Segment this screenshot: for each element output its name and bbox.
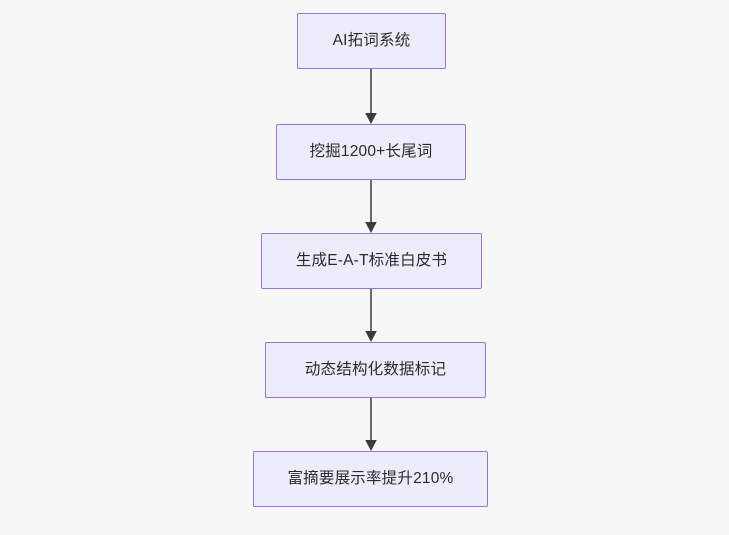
arrowhead-icon xyxy=(365,222,377,233)
arrowhead-icon xyxy=(365,440,377,451)
node-label: 挖掘1200+长尾词 xyxy=(309,143,433,161)
flowchart-edge-4 xyxy=(365,398,377,451)
flowchart-node-rich-snippet-rate-increase[interactable]: 富摘要展示率提升210% xyxy=(253,451,488,507)
flowchart-edge-2 xyxy=(365,180,377,233)
flowchart-node-mine-longtail-keywords[interactable]: 挖掘1200+长尾词 xyxy=(276,124,466,180)
flowchart-edge-3 xyxy=(365,289,377,342)
flowchart-node-dynamic-structured-data-markup[interactable]: 动态结构化数据标记 xyxy=(265,342,486,398)
arrowhead-icon xyxy=(365,331,377,342)
flowchart-node-generate-eat-whitepaper[interactable]: 生成E-A-T标准白皮书 xyxy=(261,233,482,289)
arrowhead-icon xyxy=(365,113,377,124)
node-label: 生成E-A-T标准白皮书 xyxy=(295,252,448,270)
flowchart-edge-1 xyxy=(365,69,377,124)
node-label: AI拓词系统 xyxy=(332,32,411,50)
flowchart-node-ai-keyword-system[interactable]: AI拓词系统 xyxy=(297,13,446,69)
node-label: 富摘要展示率提升210% xyxy=(287,470,454,488)
node-label: 动态结构化数据标记 xyxy=(304,361,447,379)
